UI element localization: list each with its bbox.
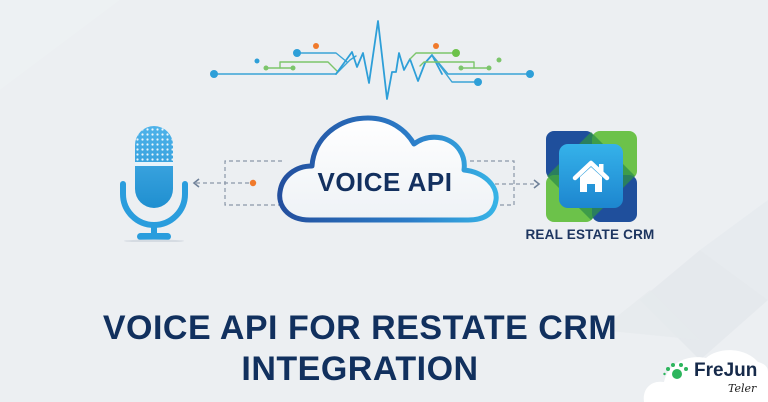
page-title: VOICE API FOR RESTATE CRM INTEGRATION (60, 308, 660, 390)
headline-line-1: VOICE API FOR RESTATE CRM (102, 309, 618, 347)
headline-line-2: INTEGRATION (241, 350, 479, 388)
house-icon (546, 131, 637, 222)
cloud-label: VOICE API (317, 167, 453, 197)
cloud-icon (277, 115, 499, 223)
brand-name: FreJun (694, 360, 758, 381)
crm-label: REAL ESTATE CRM (525, 227, 655, 242)
paw-icon (663, 363, 688, 379)
brand-logo: FreJun Teler (636, 342, 768, 402)
brand-cloud-shape (643, 350, 768, 402)
brand-subtitle: Teler (728, 382, 757, 395)
microphone-icon (120, 126, 188, 242)
